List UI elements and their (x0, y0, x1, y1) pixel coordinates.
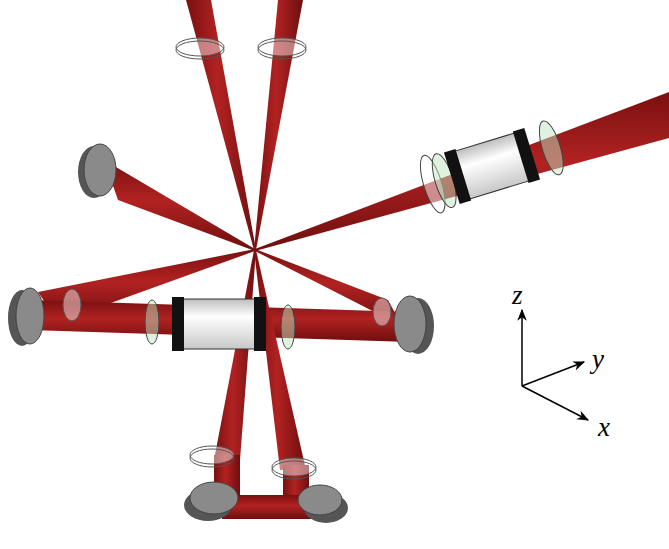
lenses (63, 38, 391, 479)
modulator-lower (145, 297, 295, 351)
laser-beams (30, 0, 669, 519)
coordinate-axes (522, 310, 588, 420)
axis-label: x (598, 414, 610, 441)
modulator-upper (415, 117, 568, 216)
mirrors (8, 144, 434, 523)
axis-label: y (592, 346, 604, 373)
axis-label: z (512, 282, 523, 309)
